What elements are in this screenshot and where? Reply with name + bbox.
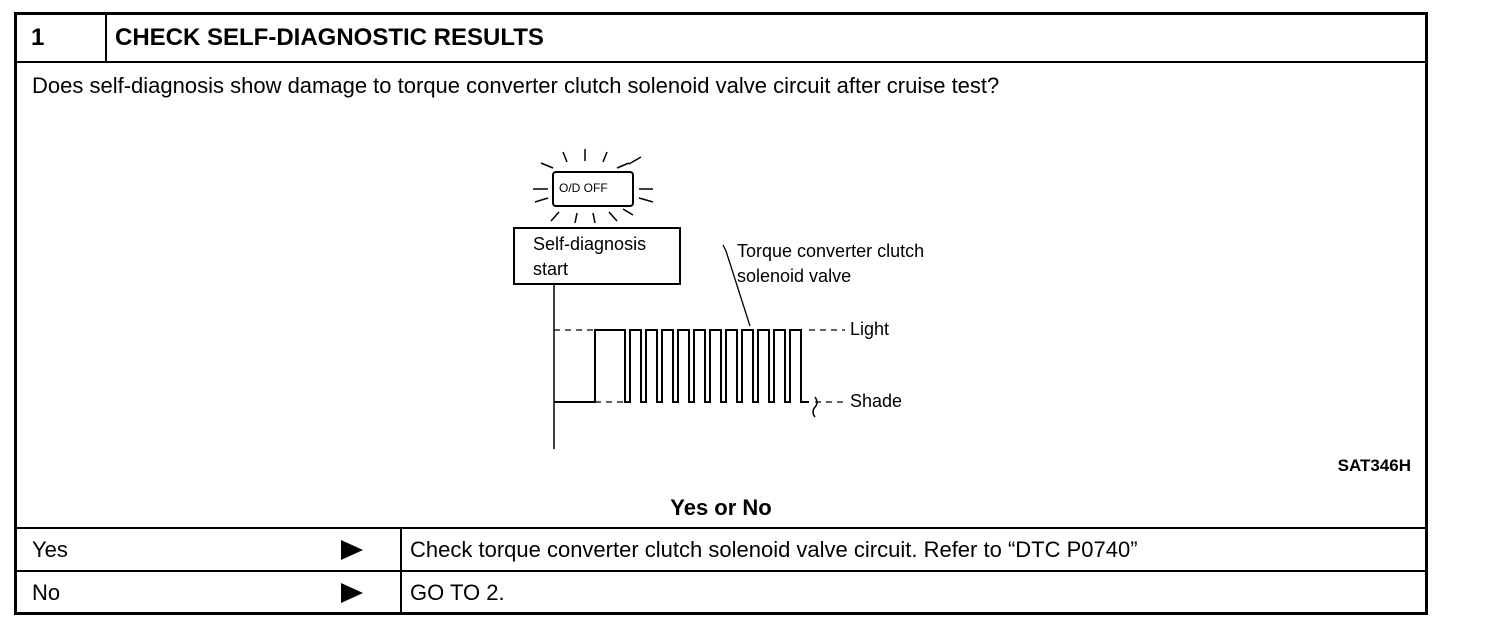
figure-id: SAT346H — [1337, 456, 1411, 475]
self-diagnosis-start-box — [513, 227, 681, 285]
level-guides — [554, 329, 845, 403]
step-header: 1 CHECK SELF-DIAGNOSTIC RESULTS — [17, 15, 1425, 63]
decision-heading: Yes or No — [670, 495, 772, 520]
signal-diagram — [513, 149, 845, 449]
step-title: CHECK SELF-DIAGNOSTIC RESULTS — [115, 24, 544, 51]
break-mark — [812, 396, 818, 418]
self-diagnosis-figure: O/D OFF Self-diagnosis start Torque conv… — [493, 135, 1013, 465]
answer-yes: Yes — [32, 537, 68, 562]
signal-label-line2: solenoid valve — [737, 266, 852, 286]
lamp-rays — [533, 149, 654, 224]
answer-no: No — [32, 580, 61, 605]
row-divider — [400, 572, 402, 612]
solenoid-waveform — [554, 329, 809, 403]
result-row-no: No GO TO 2. — [17, 570, 1425, 612]
diagnostic-step-table: 1 CHECK SELF-DIAGNOSTIC RESULTS Does sel… — [14, 12, 1428, 615]
step-number: 1 — [17, 15, 107, 61]
od-off-label: O/D OFF — [559, 181, 608, 195]
signal-label-line1: Torque converter clutch — [737, 241, 925, 261]
step-question: Does self-diagnosis show damage to torqu… — [32, 73, 1000, 98]
arrow-right-icon — [341, 583, 363, 603]
start-box-line2: start — [533, 259, 569, 279]
action-no: GO TO 2. — [410, 580, 505, 605]
level-shade-label: Shade — [850, 391, 903, 411]
action-yes: Check torque converter clutch solenoid v… — [410, 537, 1138, 562]
od-off-lamp — [552, 171, 634, 207]
arrow-right-icon — [341, 540, 363, 560]
signal-leader-line — [722, 244, 751, 327]
row-divider — [400, 529, 402, 570]
level-light-label: Light — [850, 319, 890, 339]
result-row-yes: Yes Check torque converter clutch soleno… — [17, 527, 1425, 570]
start-box-line1: Self-diagnosis — [533, 234, 647, 254]
